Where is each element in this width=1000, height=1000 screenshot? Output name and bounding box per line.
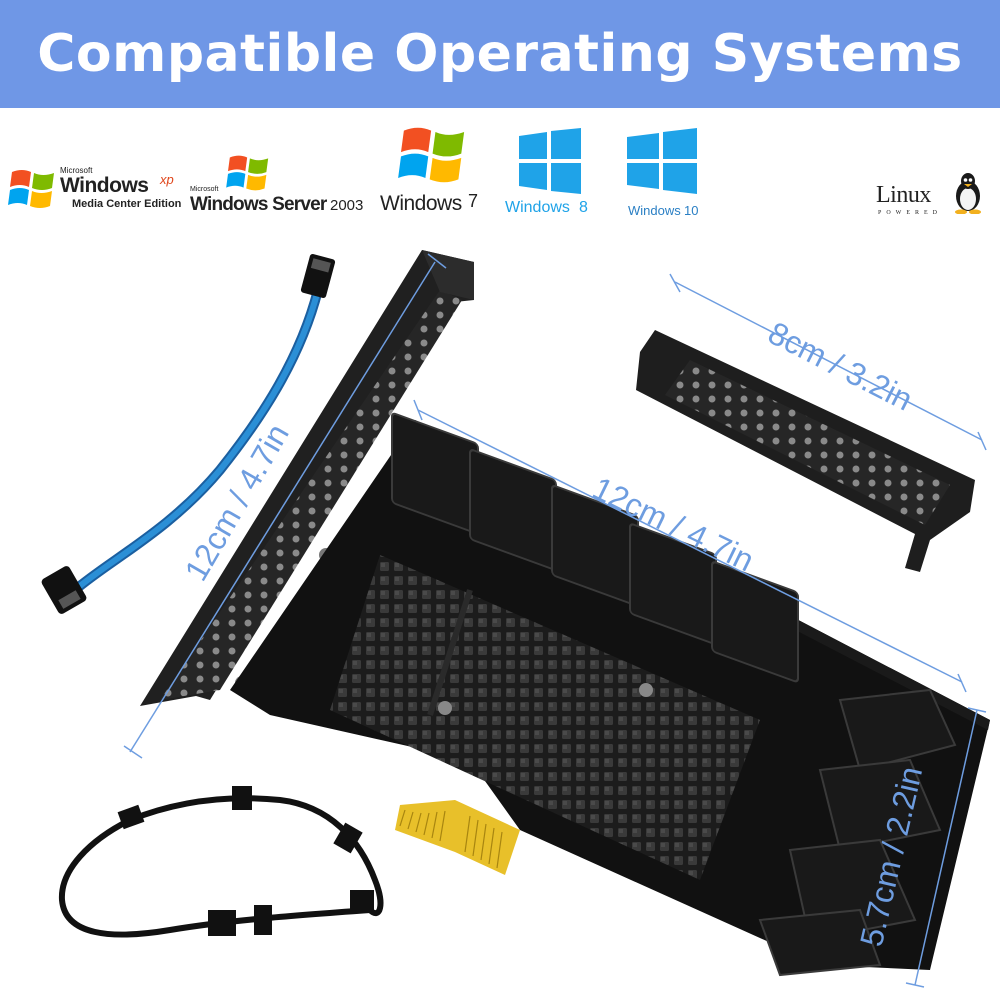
windows-logo-icon [627, 128, 697, 194]
linux-powered-logo: Linux POWERED [872, 172, 994, 222]
heatsink [330, 555, 760, 880]
xp-brand: Microsoft [60, 166, 93, 175]
screw-icon [639, 683, 653, 697]
page-title: Compatible Operating Systems [37, 24, 963, 84]
windows-server-2003-logo: Microsoft Windows Server 2003 [190, 152, 376, 218]
win7-name: Windows [380, 192, 462, 215]
low-profile-bracket [636, 330, 975, 572]
sata-ports-side [758, 688, 957, 977]
dimension-lines [123, 253, 987, 988]
xp-sup: xp [160, 172, 174, 187]
win10-name: Windows [628, 203, 681, 218]
pcie-gold-fingers [395, 800, 520, 875]
win8-name: Windows [505, 199, 570, 216]
windows-logo-icon [519, 128, 581, 194]
screw-icon [438, 701, 452, 715]
win8-version: 8 [579, 199, 588, 216]
server-version: 2003 [330, 197, 364, 214]
server-brand: Microsoft [190, 186, 219, 193]
molex-connector [208, 910, 236, 936]
xp-sub: Media Center Edition [72, 198, 182, 210]
windows-7-logo: Windows 7 [380, 122, 490, 222]
xp-name: Windows [60, 174, 149, 197]
windows-xp-logo: Microsoft Windows xp Media Center Editio… [8, 160, 186, 216]
windows-10-logo: Windows 10 [625, 128, 725, 220]
windows-8-logo: Windows 8 [505, 128, 605, 220]
sata-cable [41, 253, 336, 614]
power-splitter-cable [58, 786, 384, 938]
pcie-card [230, 412, 990, 977]
linux-name: Linux [876, 182, 931, 208]
win7-version: 7 [468, 191, 479, 211]
tux-penguin-icon [955, 173, 981, 214]
windows-flag-icon [226, 155, 269, 191]
server-name: Windows Server [190, 194, 327, 215]
windows-flag-icon [8, 170, 54, 208]
title-banner: Compatible Operating Systems [0, 0, 1000, 108]
linux-sub: POWERED [878, 210, 942, 216]
sata-ports-top [391, 412, 799, 683]
windows-flag-icon [398, 127, 465, 183]
win10-version: 10 [684, 203, 699, 218]
